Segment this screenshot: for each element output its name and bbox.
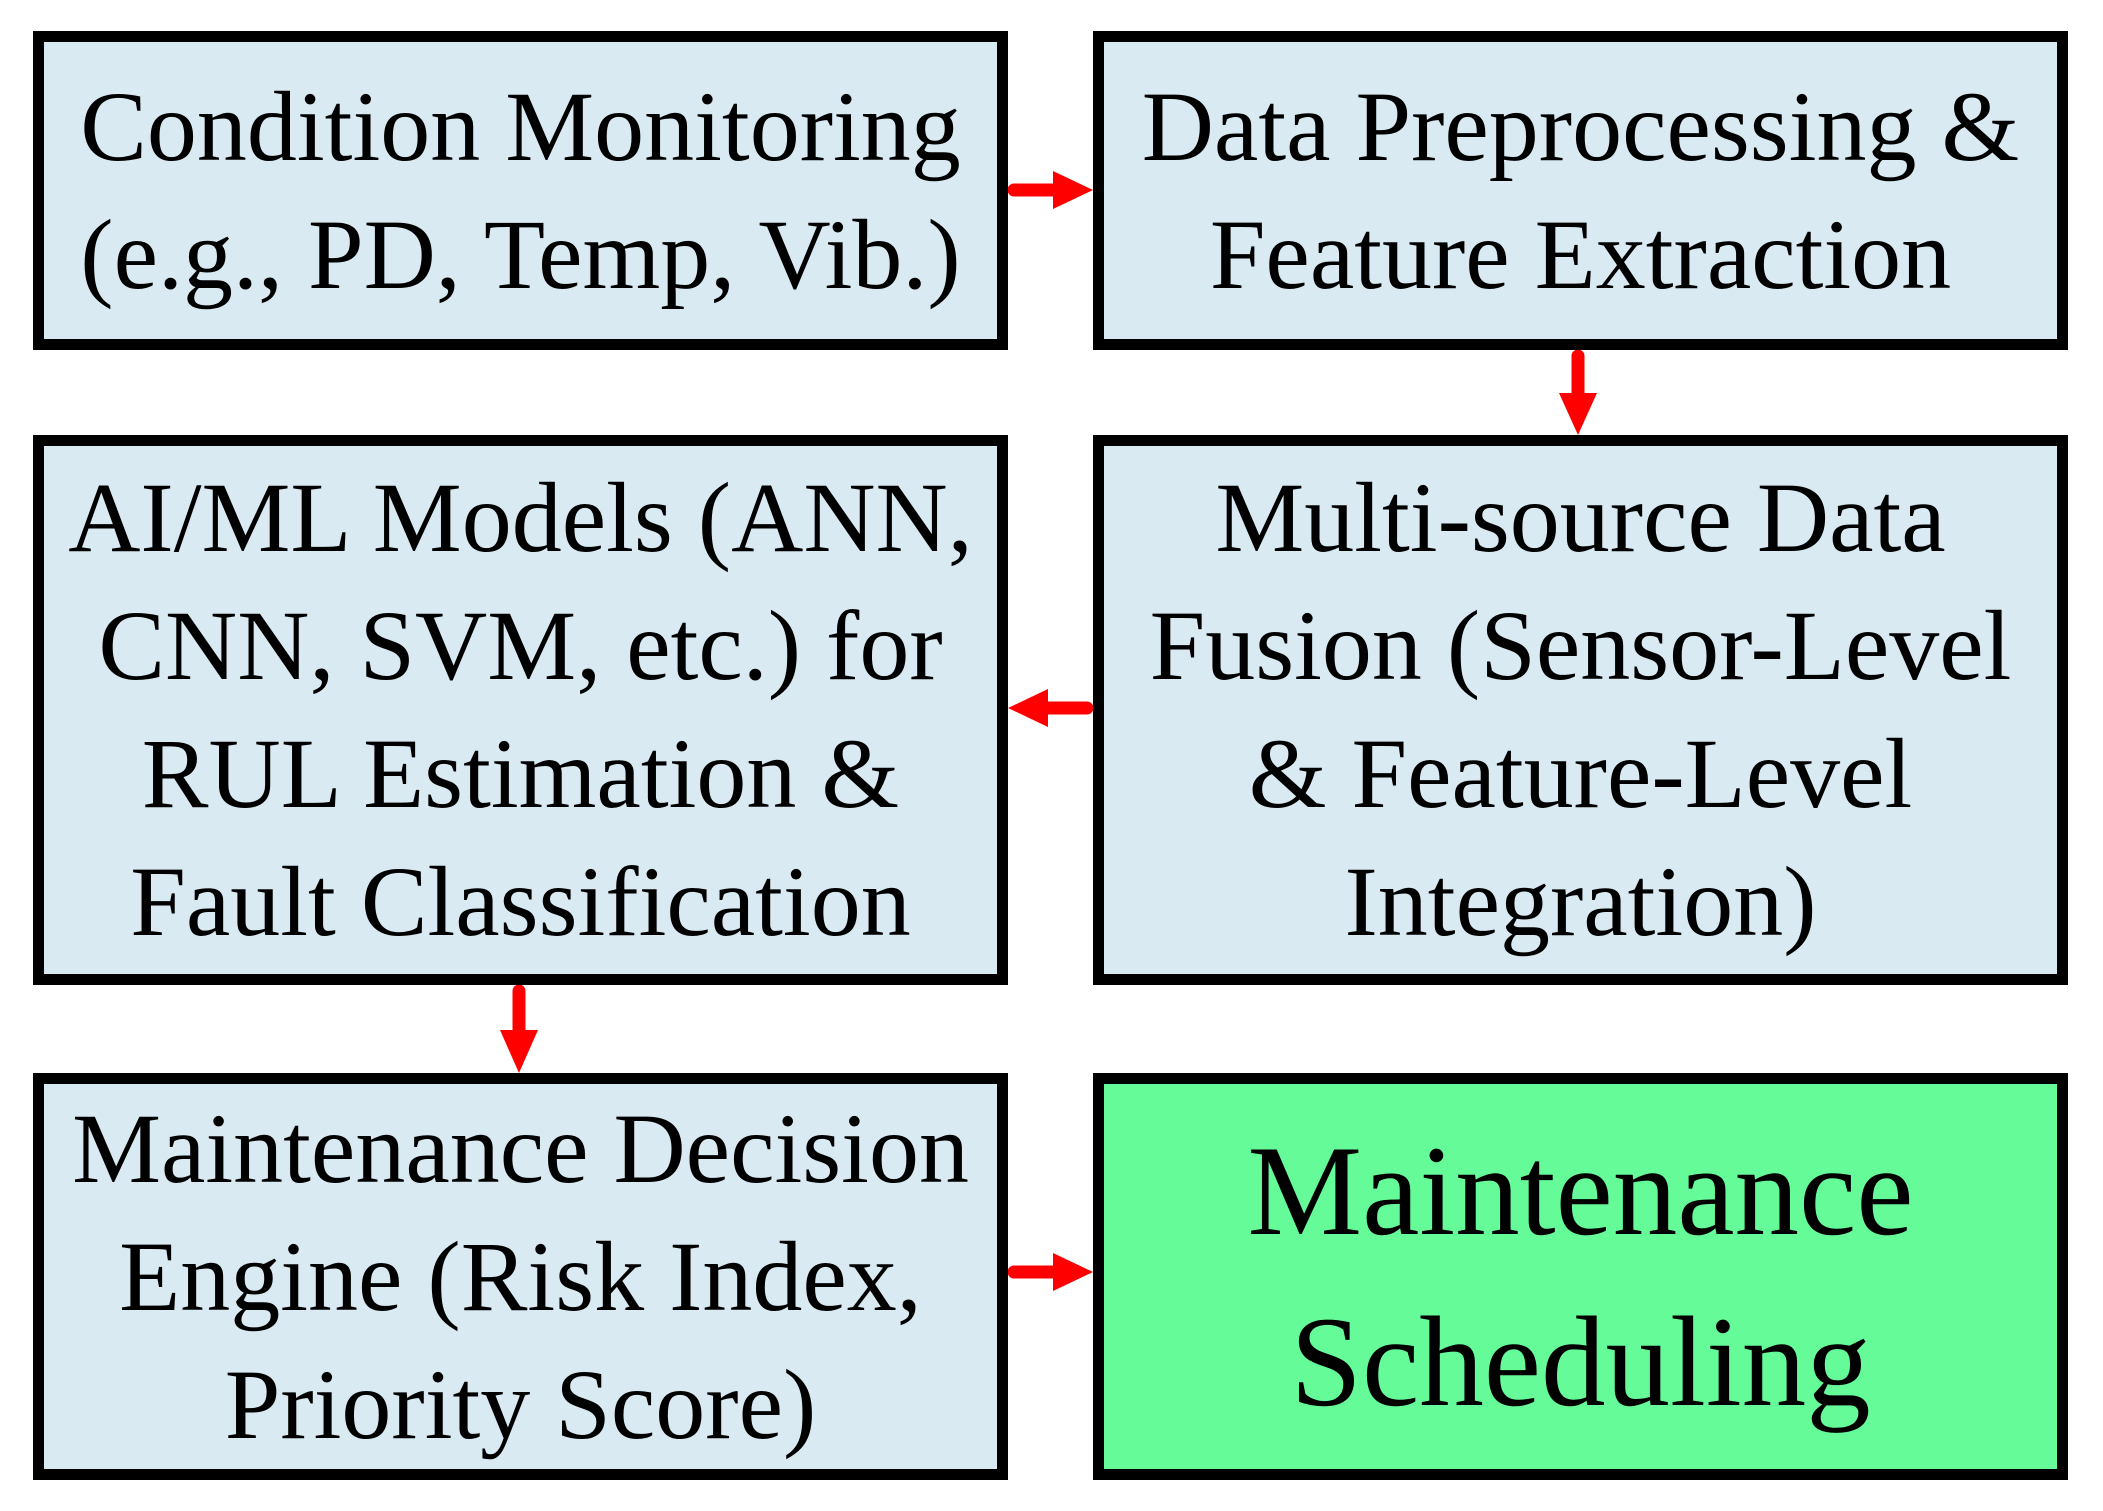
box-condition-monitoring: Condition Monitoring (e.g., PD, Temp, Vi… [33, 31, 1008, 350]
box-data-preprocessing-text: Data Preprocessing & Feature Extraction [1142, 63, 2020, 319]
box-maintenance-scheduling: Maintenance Scheduling [1093, 1073, 2068, 1480]
box-maintenance-scheduling-text: Maintenance Scheduling [1247, 1106, 1913, 1447]
box-ai-ml-models: AI/ML Models (ANN, CNN, SVM, etc.) for R… [33, 435, 1008, 985]
text-line: Data Preprocessing & [1141, 70, 2020, 182]
box-condition-monitoring-text: Condition Monitoring (e.g., PD, Temp, Vi… [80, 63, 961, 319]
text-line: Maintenance Decision [72, 1092, 969, 1204]
text-line: Engine (Risk Index, [119, 1220, 922, 1332]
box-ai-ml-models-text: AI/ML Models (ANN, CNN, SVM, etc.) for R… [68, 454, 973, 966]
text-line: AI/ML Models (ANN, [68, 462, 973, 573]
arrow-multi-source-data-fusion-to-ai-ml-models [1008, 689, 1093, 727]
text-line: (e.g., PD, Temp, Vib.) [80, 198, 961, 310]
text-line: Condition Monitoring [80, 70, 961, 182]
arrow-data-preprocessing-to-multi-source-data-fusion [1559, 350, 1597, 435]
box-maintenance-decision-engine: Maintenance Decision Engine (Risk Index,… [33, 1073, 1008, 1480]
text-line: Fault Classification [130, 846, 911, 957]
arrow-condition-monitoring-to-data-preprocessing [1008, 171, 1093, 209]
text-line: Fusion (Sensor-Level [1149, 590, 2012, 701]
text-line: CNN, SVM, etc.) for [98, 590, 943, 701]
text-line: Feature Extraction [1209, 198, 1952, 310]
arrow-maintenance-decision-engine-to-maintenance-scheduling [1008, 1253, 1093, 1291]
box-maintenance-decision-engine-text: Maintenance Decision Engine (Risk Index,… [72, 1085, 969, 1469]
text-line: & Feature-Level [1248, 718, 1913, 829]
text-line: Maintenance [1247, 1119, 1914, 1263]
text-line: Scheduling [1290, 1289, 1871, 1433]
text-line: Priority Score) [224, 1348, 817, 1460]
text-line: Integration) [1344, 846, 1817, 957]
box-multi-source-data-fusion: Multi-source Data Fusion (Sensor-Level &… [1093, 435, 2068, 985]
text-line: Multi-source Data [1215, 462, 1946, 573]
text-line: RUL Estimation & [141, 718, 900, 829]
box-data-preprocessing: Data Preprocessing & Feature Extraction [1093, 31, 2068, 350]
arrow-ai-ml-models-to-maintenance-decision-engine [500, 985, 538, 1073]
box-multi-source-data-fusion-text: Multi-source Data Fusion (Sensor-Level &… [1150, 454, 2012, 966]
